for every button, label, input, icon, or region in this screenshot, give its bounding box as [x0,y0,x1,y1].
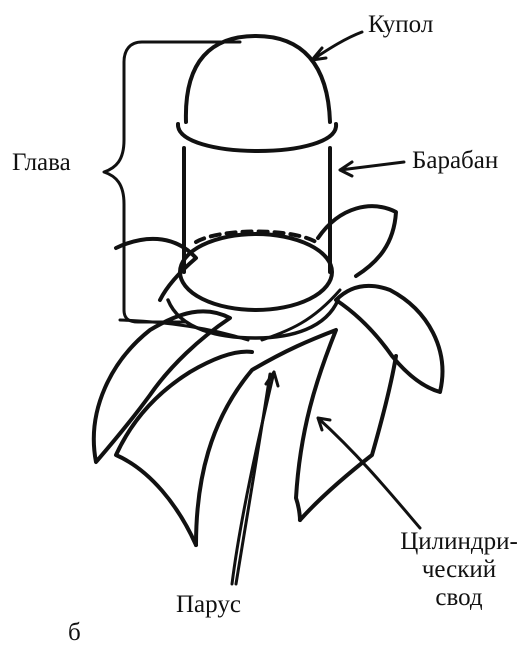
dome-label: Купол [368,12,433,37]
dome-outline [186,36,330,122]
cylindrical-vault-label-line3: свод [388,584,530,612]
dome-leader-arrow [312,32,362,60]
drum-base-ellipse [180,234,332,310]
drum-label: Барабан [412,148,498,173]
head-label: Глава [12,150,71,175]
vault-front-right [300,356,396,520]
pendentive-ring [168,300,338,338]
vault-right [336,286,442,392]
cylindrical-vault-label-line1: Цилиндри- [388,528,530,556]
drum-top-edge [178,124,336,151]
vault-front [196,330,336,545]
drum-leader-arrow [340,162,404,176]
pendentive-leader-right [236,374,270,584]
cylindrical-vault-label-line2: ческий [388,556,530,584]
pendentive-leader-left [232,372,278,584]
figure-letter: б [68,620,81,645]
vault-leader-arrow [318,418,420,528]
pendentive-label: Парус [176,592,241,617]
vault-front-left [116,352,252,545]
cylindrical-vault-label: Цилиндри- ческий свод [388,528,530,612]
